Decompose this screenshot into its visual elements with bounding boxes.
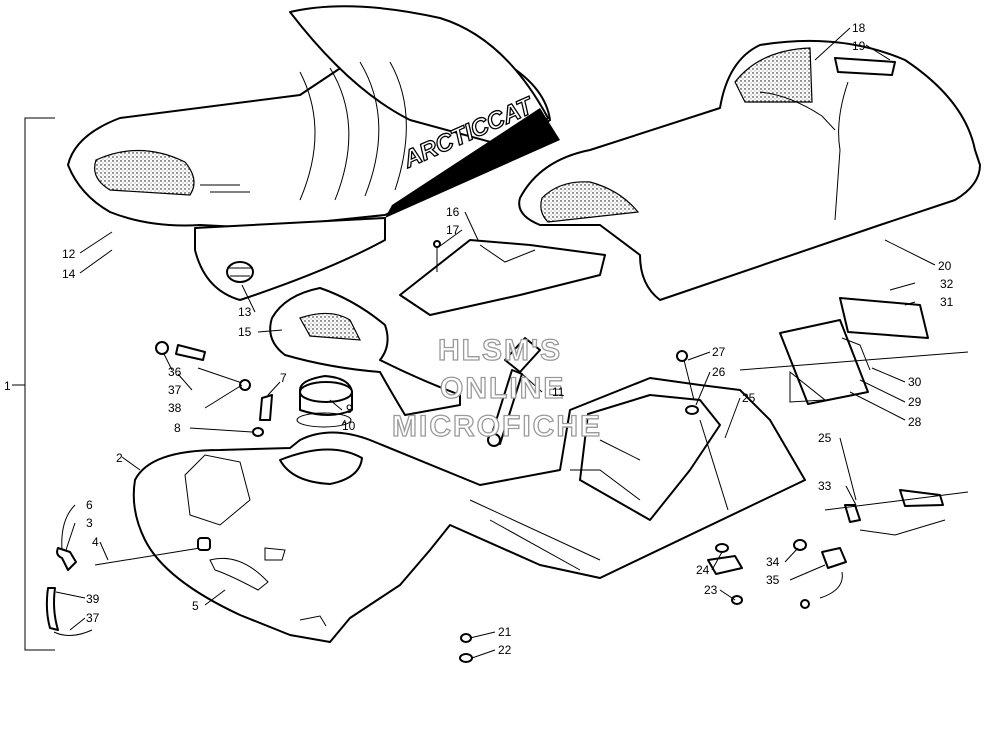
callout-35: 35	[766, 573, 780, 587]
screw-17	[433, 240, 441, 272]
callout-5: 5	[192, 599, 199, 613]
seat-cover-right	[518, 39, 981, 301]
callout-37b: 37	[86, 611, 100, 625]
vent-hose-fittings	[155, 341, 273, 437]
callout-38: 38	[168, 401, 182, 415]
seat-assembly-left: ARCTICCAT	[67, 5, 560, 301]
callout-10: 10	[342, 419, 356, 433]
callout-13: 13	[238, 305, 252, 319]
callout-39: 39	[86, 592, 100, 606]
callout-28: 28	[908, 415, 922, 429]
callout-17: 17	[446, 223, 460, 237]
gas-cap-9	[299, 375, 353, 416]
callout-36: 36	[168, 365, 182, 379]
callout-26: 26	[712, 365, 726, 379]
callout-24: 24	[696, 563, 710, 577]
callout-20: 20	[938, 259, 952, 273]
assembly-bracket-1	[12, 117, 55, 651]
callout-labels: 1 2 3 4 5 6 7 8 9 10 11 12 13 14 15 16 1…	[4, 21, 954, 657]
watermark-line-3: MICROFICHE	[392, 410, 602, 443]
callout-37a: 37	[168, 383, 182, 397]
callout-9: 9	[346, 402, 353, 416]
callout-32: 32	[940, 277, 954, 291]
bracket-16	[399, 239, 606, 316]
callout-31: 31	[940, 295, 954, 309]
gasket-10	[296, 412, 352, 428]
callout-12: 12	[62, 247, 76, 261]
callout-1: 1	[4, 379, 11, 393]
callout-30: 30	[908, 375, 922, 389]
shroud-15	[269, 287, 461, 416]
fuel-line-assembly	[45, 537, 211, 636]
watermark-line-2: ONLINE	[440, 372, 565, 405]
callout-22: 22	[498, 643, 512, 657]
callout-19: 19	[852, 39, 866, 53]
callout-25a: 25	[742, 391, 756, 405]
callout-6: 6	[86, 498, 93, 512]
callout-25b: 25	[818, 431, 832, 445]
watermark-line-1: HLSM'S	[438, 334, 562, 367]
callout-2: 2	[116, 451, 123, 465]
callout-33: 33	[818, 479, 832, 493]
taillight-hardware	[459, 297, 969, 663]
callout-27: 27	[712, 345, 726, 359]
callout-8: 8	[174, 421, 181, 435]
callout-18: 18	[852, 21, 866, 35]
callout-7: 7	[280, 371, 287, 385]
callout-29: 29	[908, 395, 922, 409]
callout-11: 11	[552, 385, 565, 399]
callout-23: 23	[704, 583, 718, 597]
callout-16: 16	[446, 205, 460, 219]
callout-4: 4	[92, 535, 99, 549]
callout-leaders	[55, 27, 936, 659]
gas-tank-base	[132, 377, 806, 643]
callout-34: 34	[766, 555, 780, 569]
callout-3: 3	[86, 516, 93, 530]
callout-14: 14	[62, 267, 76, 281]
callout-21: 21	[498, 625, 512, 639]
callout-15: 15	[238, 325, 252, 339]
knob-13	[226, 261, 254, 283]
